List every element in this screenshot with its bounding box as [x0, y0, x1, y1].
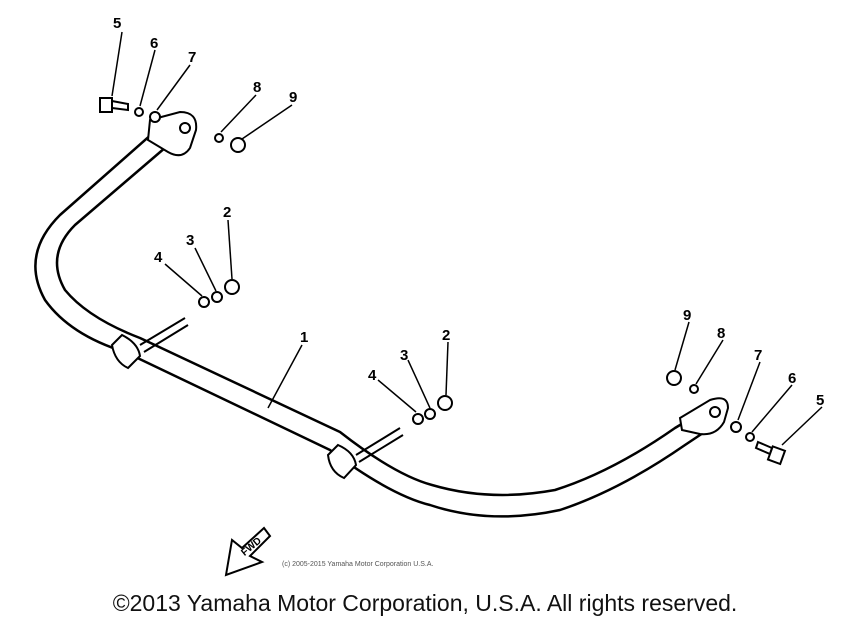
callout-6: 6: [788, 370, 796, 387]
bolt-head-icon: [99, 97, 113, 113]
callout-2: 2: [442, 327, 450, 344]
callout-4: 4: [368, 367, 377, 384]
mid-right-hardware: [412, 395, 453, 425]
callout-7: 7: [188, 49, 196, 66]
washer-icon: [745, 432, 755, 442]
leader-lines: [111, 31, 823, 446]
nut-icon: [666, 370, 682, 386]
callout-6: 6: [150, 35, 158, 52]
washer-icon: [214, 133, 224, 143]
callout-5: 5: [816, 392, 824, 409]
copyright-notice: ©2013 Yamaha Motor Corporation, U.S.A. A…: [112, 590, 738, 616]
callout-numbers: 5 6 7 8 9 2 3 4 1 2 3 4 9 8 7 6 5: [113, 15, 824, 409]
callout-1: 1: [300, 329, 308, 346]
fwd-arrow-icon: FWD: [224, 526, 272, 577]
small-copyright: (c) 2005-2015 Yamaha Motor Corporation U…: [282, 561, 434, 568]
callout-3: 3: [400, 347, 408, 364]
callout-9: 9: [683, 307, 691, 324]
washer-icon: [412, 413, 424, 425]
callout-2: 2: [223, 204, 231, 221]
washer-icon: [424, 408, 436, 420]
callout-3: 3: [186, 232, 194, 249]
callout-8: 8: [253, 79, 261, 96]
left-top-hardware: [99, 97, 246, 153]
bushings: [110, 333, 358, 480]
callout-8: 8: [717, 325, 725, 342]
nut-icon: [224, 279, 240, 295]
washer-icon: [198, 296, 210, 308]
nut-icon: [437, 395, 453, 411]
callout-4: 4: [154, 249, 163, 266]
right-hardware: [666, 370, 787, 466]
right-end-bracket: [678, 397, 730, 436]
mid-left-hardware: [198, 279, 240, 308]
nut-icon: [230, 137, 246, 153]
left-end-bracket: [146, 110, 198, 157]
callout-9: 9: [289, 89, 297, 106]
bolt-head-icon: [766, 445, 787, 466]
washer-icon: [211, 291, 223, 303]
stabilizer-bar: [34, 116, 717, 518]
washer-icon: [730, 421, 742, 433]
washer-icon: [149, 111, 161, 123]
callout-7: 7: [754, 347, 762, 364]
washer-icon: [134, 107, 144, 117]
bushing-studs: [139, 317, 404, 463]
callout-5: 5: [113, 15, 121, 32]
washer-icon: [689, 384, 699, 394]
bolt-shank-icon: [111, 99, 129, 112]
